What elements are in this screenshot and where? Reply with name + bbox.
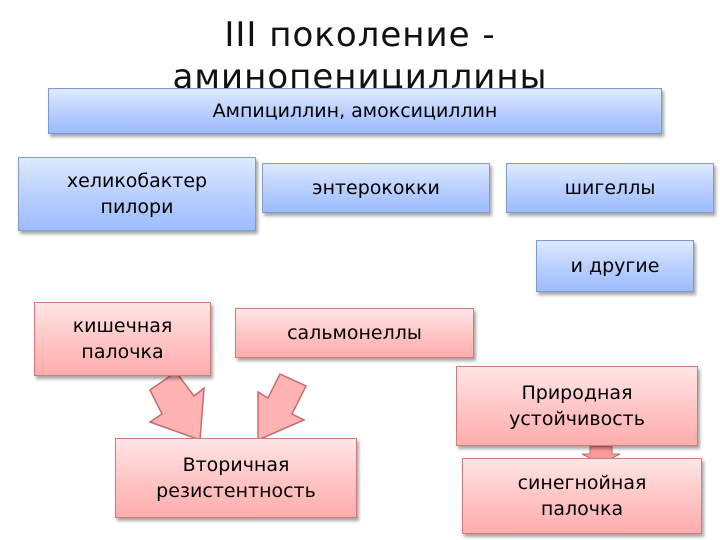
shigella-label: шигеллы xyxy=(564,177,656,199)
salmonella-box: сальмонеллы xyxy=(235,308,474,358)
secondary-resistance-box: Вторичная резистентность xyxy=(115,438,357,518)
pseudomonas-label: синегнойная палочка xyxy=(517,472,647,520)
salmonella-label: сальмонеллы xyxy=(287,322,422,344)
helicobacter-label: хеликобактер пилори xyxy=(66,170,208,218)
secondary-resistance-label: Вторичная резистентность xyxy=(156,454,316,502)
others-box: и другие xyxy=(536,240,694,292)
slide-title: III поколение - аминопенициллины xyxy=(172,15,548,88)
natural-resistance-label: Природная устойчивость xyxy=(509,382,645,430)
enterococci-box: энтерококки xyxy=(262,163,490,213)
drugs-box: Ампициллин, амоксициллин xyxy=(48,88,662,134)
natural-resistance-box: Природная устойчивость xyxy=(456,366,698,446)
others-label: и другие xyxy=(570,255,660,277)
drugs-label: Ампициллин, амоксициллин xyxy=(212,100,498,122)
pseudomonas-box: синегнойная палочка xyxy=(462,458,702,534)
ecoli-label: кишечная палочка xyxy=(72,315,173,363)
ecoli-box: кишечная палочка xyxy=(34,302,211,376)
shigella-box: шигеллы xyxy=(506,163,714,213)
enterococci-label: энтерококки xyxy=(312,177,440,199)
arrow-salmonella-to-secondary xyxy=(257,373,308,442)
helicobacter-box: хеликобактер пилори xyxy=(18,157,256,231)
arrow-ecoli-to-secondary xyxy=(148,370,205,442)
